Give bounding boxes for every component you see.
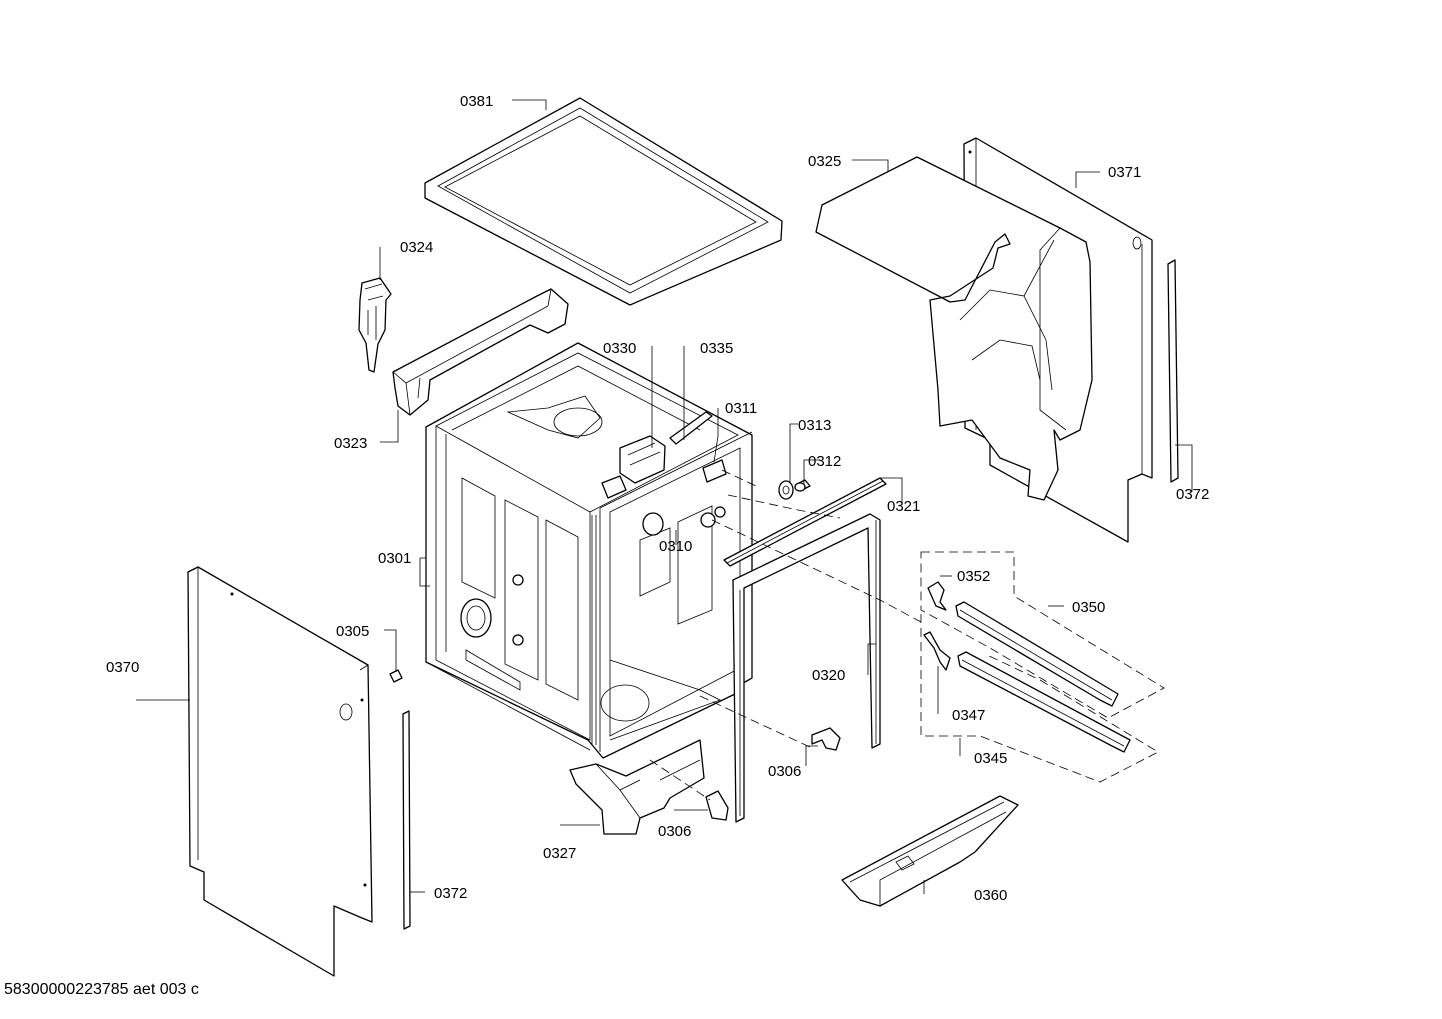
part-group-boxes (920, 551, 1165, 783)
label-0321: 0321 (887, 498, 920, 515)
label-0371: 0371 (1108, 164, 1141, 181)
label-0352: 0352 (957, 568, 990, 585)
part-base-tray (569, 739, 705, 835)
label-0372-left: 0372 (434, 885, 467, 902)
part-rear-brace (392, 288, 569, 416)
label-0372-right: 0372 (1176, 486, 1209, 503)
label-0347: 0347 (952, 707, 985, 724)
part-mounting-clip (358, 277, 392, 373)
part-top-seal (723, 477, 887, 567)
part-hinge-assembly (601, 411, 727, 528)
label-0360: 0360 (974, 887, 1007, 904)
part-rail-lower (957, 651, 1131, 753)
label-0310: 0310 (659, 538, 692, 555)
label-0330: 0330 (603, 340, 636, 357)
label-0320: 0320 (812, 667, 845, 684)
label-0350: 0350 (1072, 599, 1105, 616)
label-0306-right: 0306 (768, 763, 801, 780)
part-labels: 0381 0324 0323 0330 0335 0311 0313 0312 … (106, 93, 1209, 904)
part-grommet (778, 480, 794, 500)
label-0301: 0301 (378, 550, 411, 567)
label-0313: 0313 (798, 417, 831, 434)
diagram-code: 58300000223785 aet 003 c (4, 981, 199, 998)
part-side-panel (187, 566, 373, 977)
part-holder-bottom (705, 790, 729, 821)
alignment-lines (649, 469, 922, 801)
part-door-seal (732, 513, 881, 823)
part-bracket-upper (927, 581, 947, 611)
part-side-strip-right (1167, 259, 1179, 483)
label-0370: 0370 (106, 659, 139, 676)
part-bracket-lower (923, 631, 951, 671)
part-rail-upper (955, 601, 1119, 707)
leader-lines (136, 99, 1193, 894)
part-cabinet (425, 342, 753, 759)
label-0324: 0324 (400, 239, 433, 256)
part-worktop-cover (424, 97, 783, 306)
label-0323: 0323 (334, 435, 367, 452)
label-0305: 0305 (336, 623, 369, 640)
label-0335: 0335 (700, 340, 733, 357)
label-0311: 0311 (725, 400, 757, 417)
part-side-strip-left (402, 710, 411, 930)
part-foot-bracket (841, 795, 1019, 907)
part-holder-right (811, 727, 841, 751)
label-0381: 0381 (460, 93, 493, 110)
label-0345: 0345 (974, 750, 1007, 767)
label-0306-bottom: 0306 (658, 823, 691, 840)
part-clip-small (389, 669, 403, 683)
part-insulation-mat (815, 156, 1093, 501)
label-0325: 0325 (808, 153, 841, 170)
label-0327: 0327 (543, 845, 576, 862)
label-0312: 0312 (808, 453, 841, 470)
part-screw (794, 479, 811, 492)
